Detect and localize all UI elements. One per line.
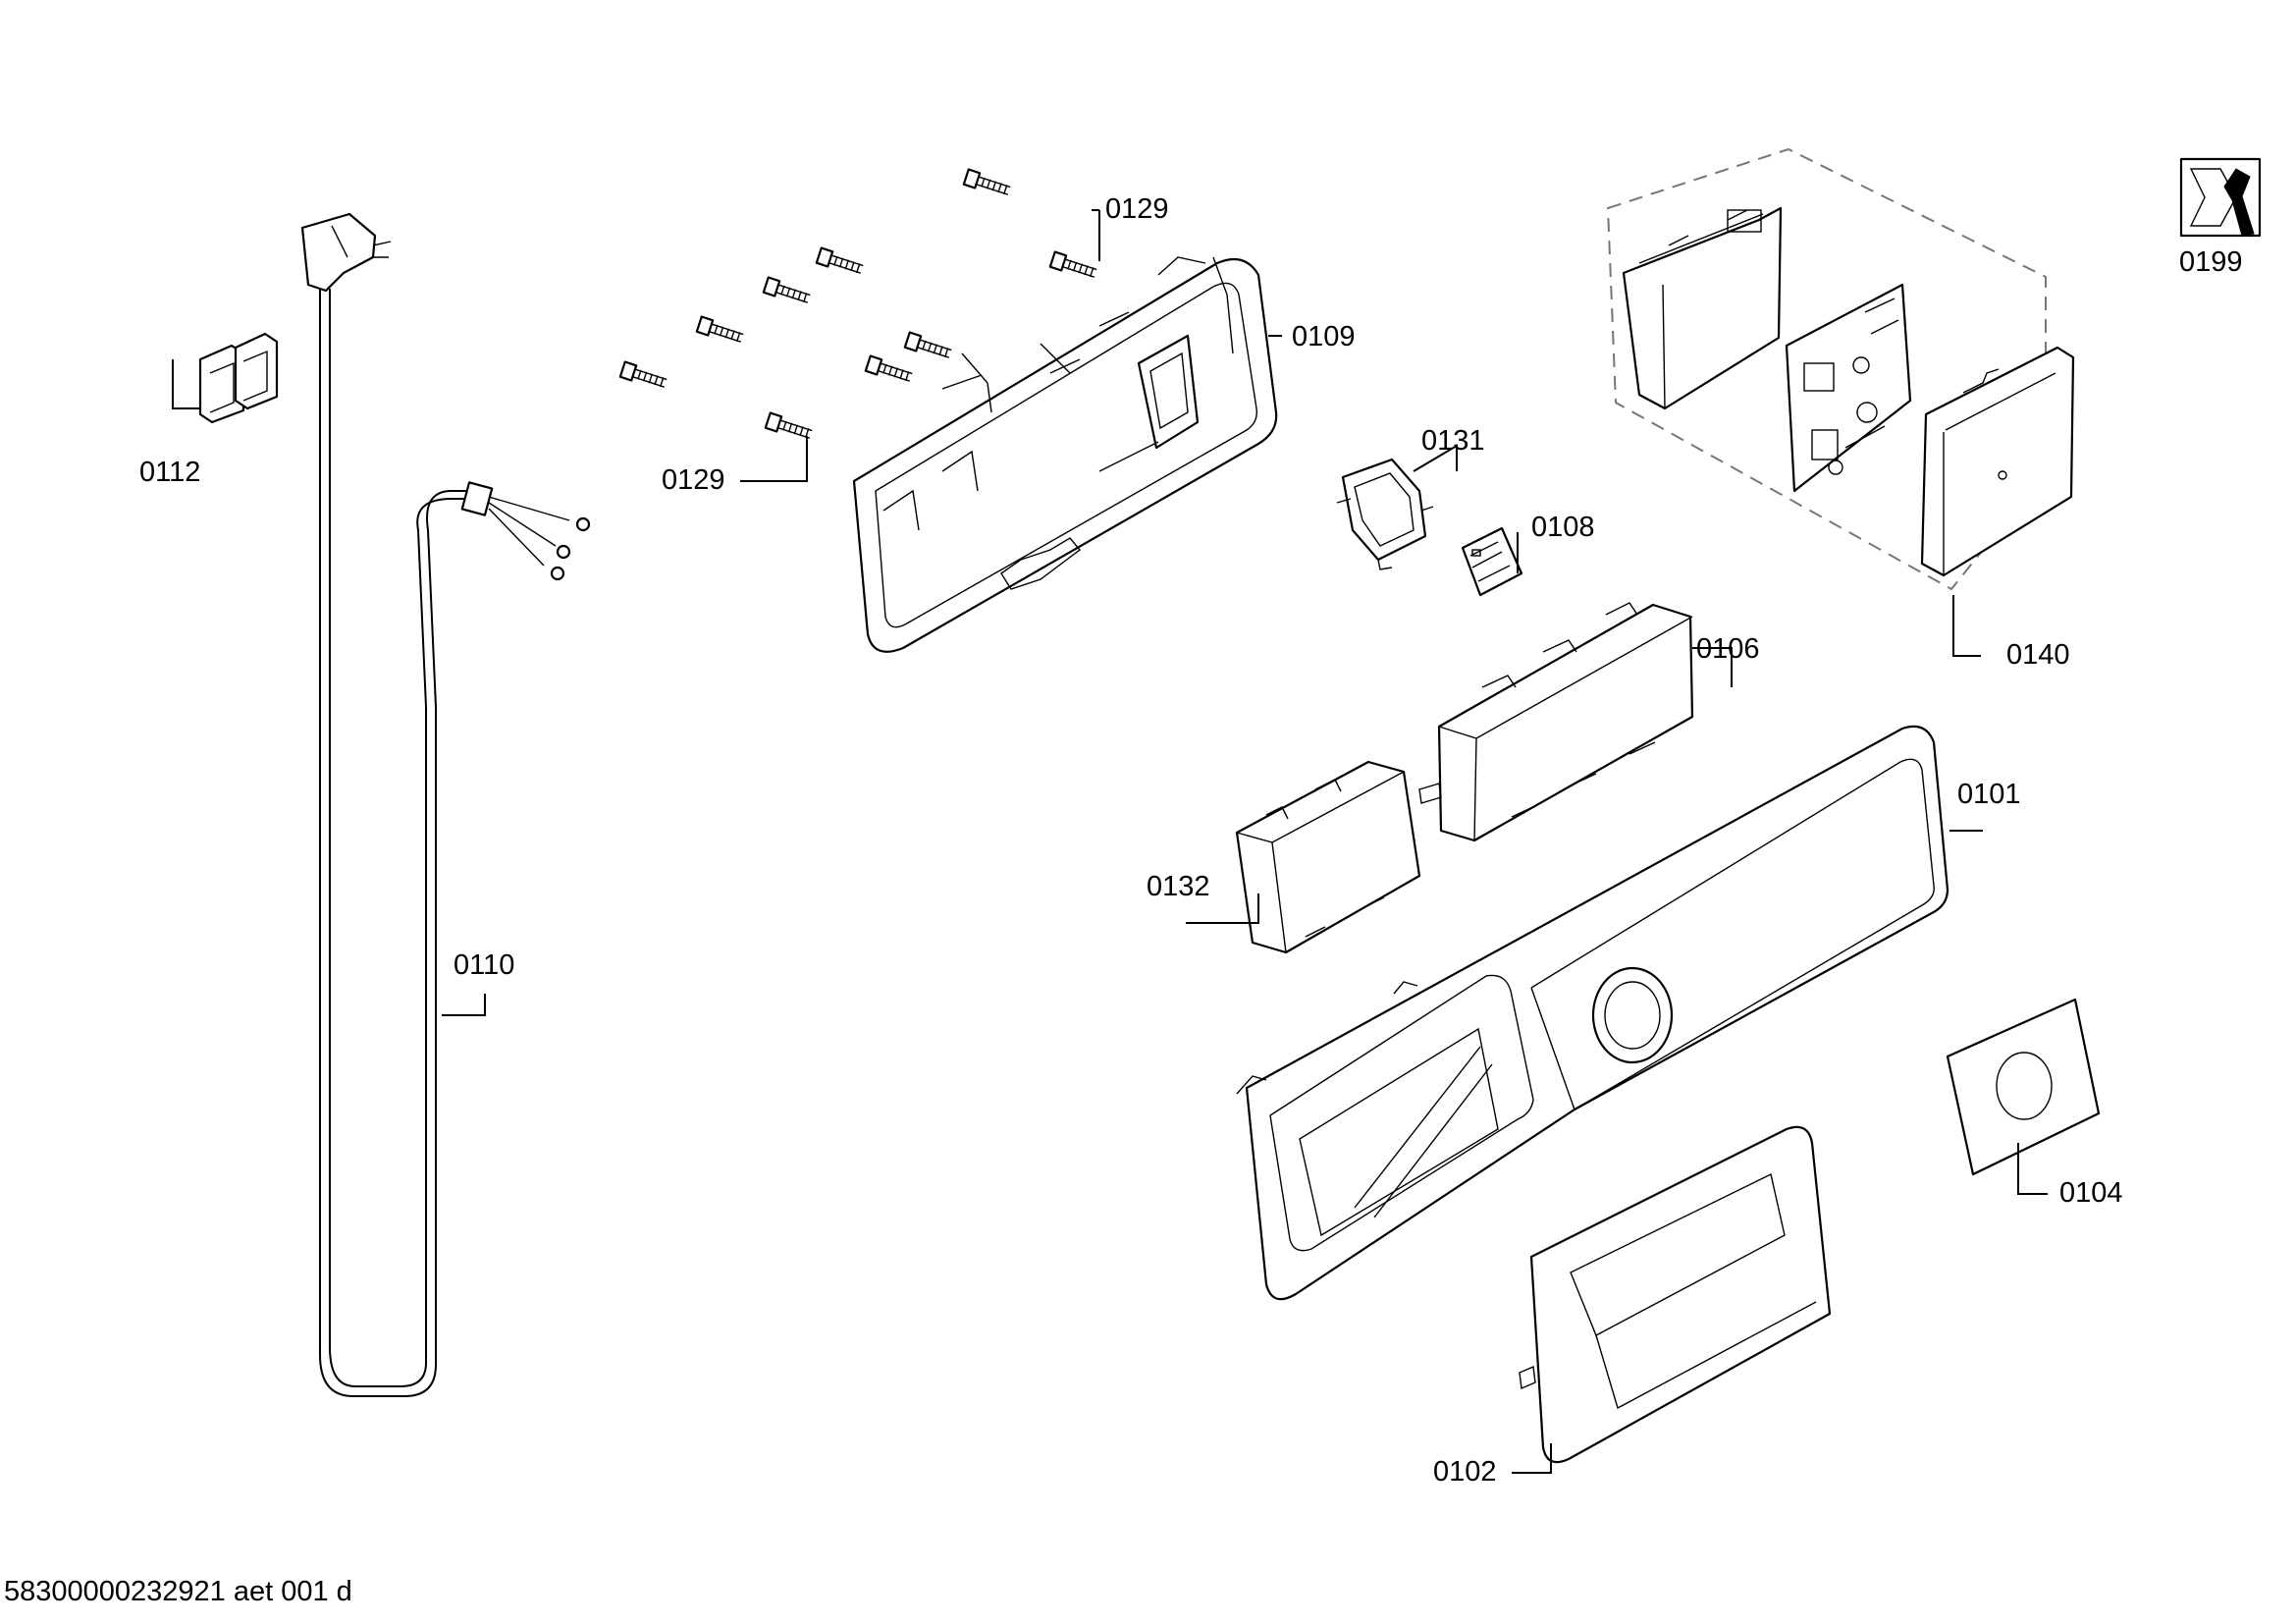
drawer-handle-part — [1519, 1125, 1832, 1464]
part-label-0131: 0131 — [1421, 425, 1485, 457]
document-code: 58300000232921 aet 001 d — [4, 1576, 352, 1607]
electronic-module-part — [1418, 602, 1694, 842]
small-pcb-part — [1461, 526, 1523, 597]
front-panel-part — [1236, 725, 1949, 1301]
part-label-0132: 0132 — [1147, 871, 1210, 902]
electronic-module-small-part — [1235, 760, 1421, 954]
part-label-0109: 0109 — [1292, 321, 1356, 352]
part-label-0110: 0110 — [454, 949, 514, 981]
module-holder-part — [1336, 458, 1434, 570]
part-label-0104: 0104 — [2059, 1177, 2123, 1209]
part-label-0129b: 0129 — [662, 464, 725, 496]
main-pcb-assembly-part — [1606, 147, 2075, 591]
screw-set-part — [618, 168, 1097, 439]
knob-label-part — [1946, 998, 2101, 1176]
wrench-hex-nut-icon — [2179, 157, 2262, 238]
power-cord-part — [300, 212, 591, 1397]
control-panel-frame-part — [852, 256, 1278, 653]
part-label-0129a: 0129 — [1105, 193, 1169, 225]
part-label-0140: 0140 — [2006, 639, 2070, 671]
leader-lines — [172, 209, 2048, 1474]
part-label-0112: 0112 — [139, 457, 200, 488]
cable-clip-part — [198, 332, 279, 424]
part-labels: 0129 0129 0109 0112 0131 0108 0106 0140 … — [139, 193, 2243, 1488]
part-label-0101: 0101 — [1957, 779, 2021, 810]
part-label-0199: 0199 — [2179, 246, 2243, 278]
part-label-0108: 0108 — [1531, 512, 1595, 543]
part-label-0102: 0102 — [1433, 1456, 1497, 1488]
part-label-0106: 0106 — [1696, 633, 1760, 665]
